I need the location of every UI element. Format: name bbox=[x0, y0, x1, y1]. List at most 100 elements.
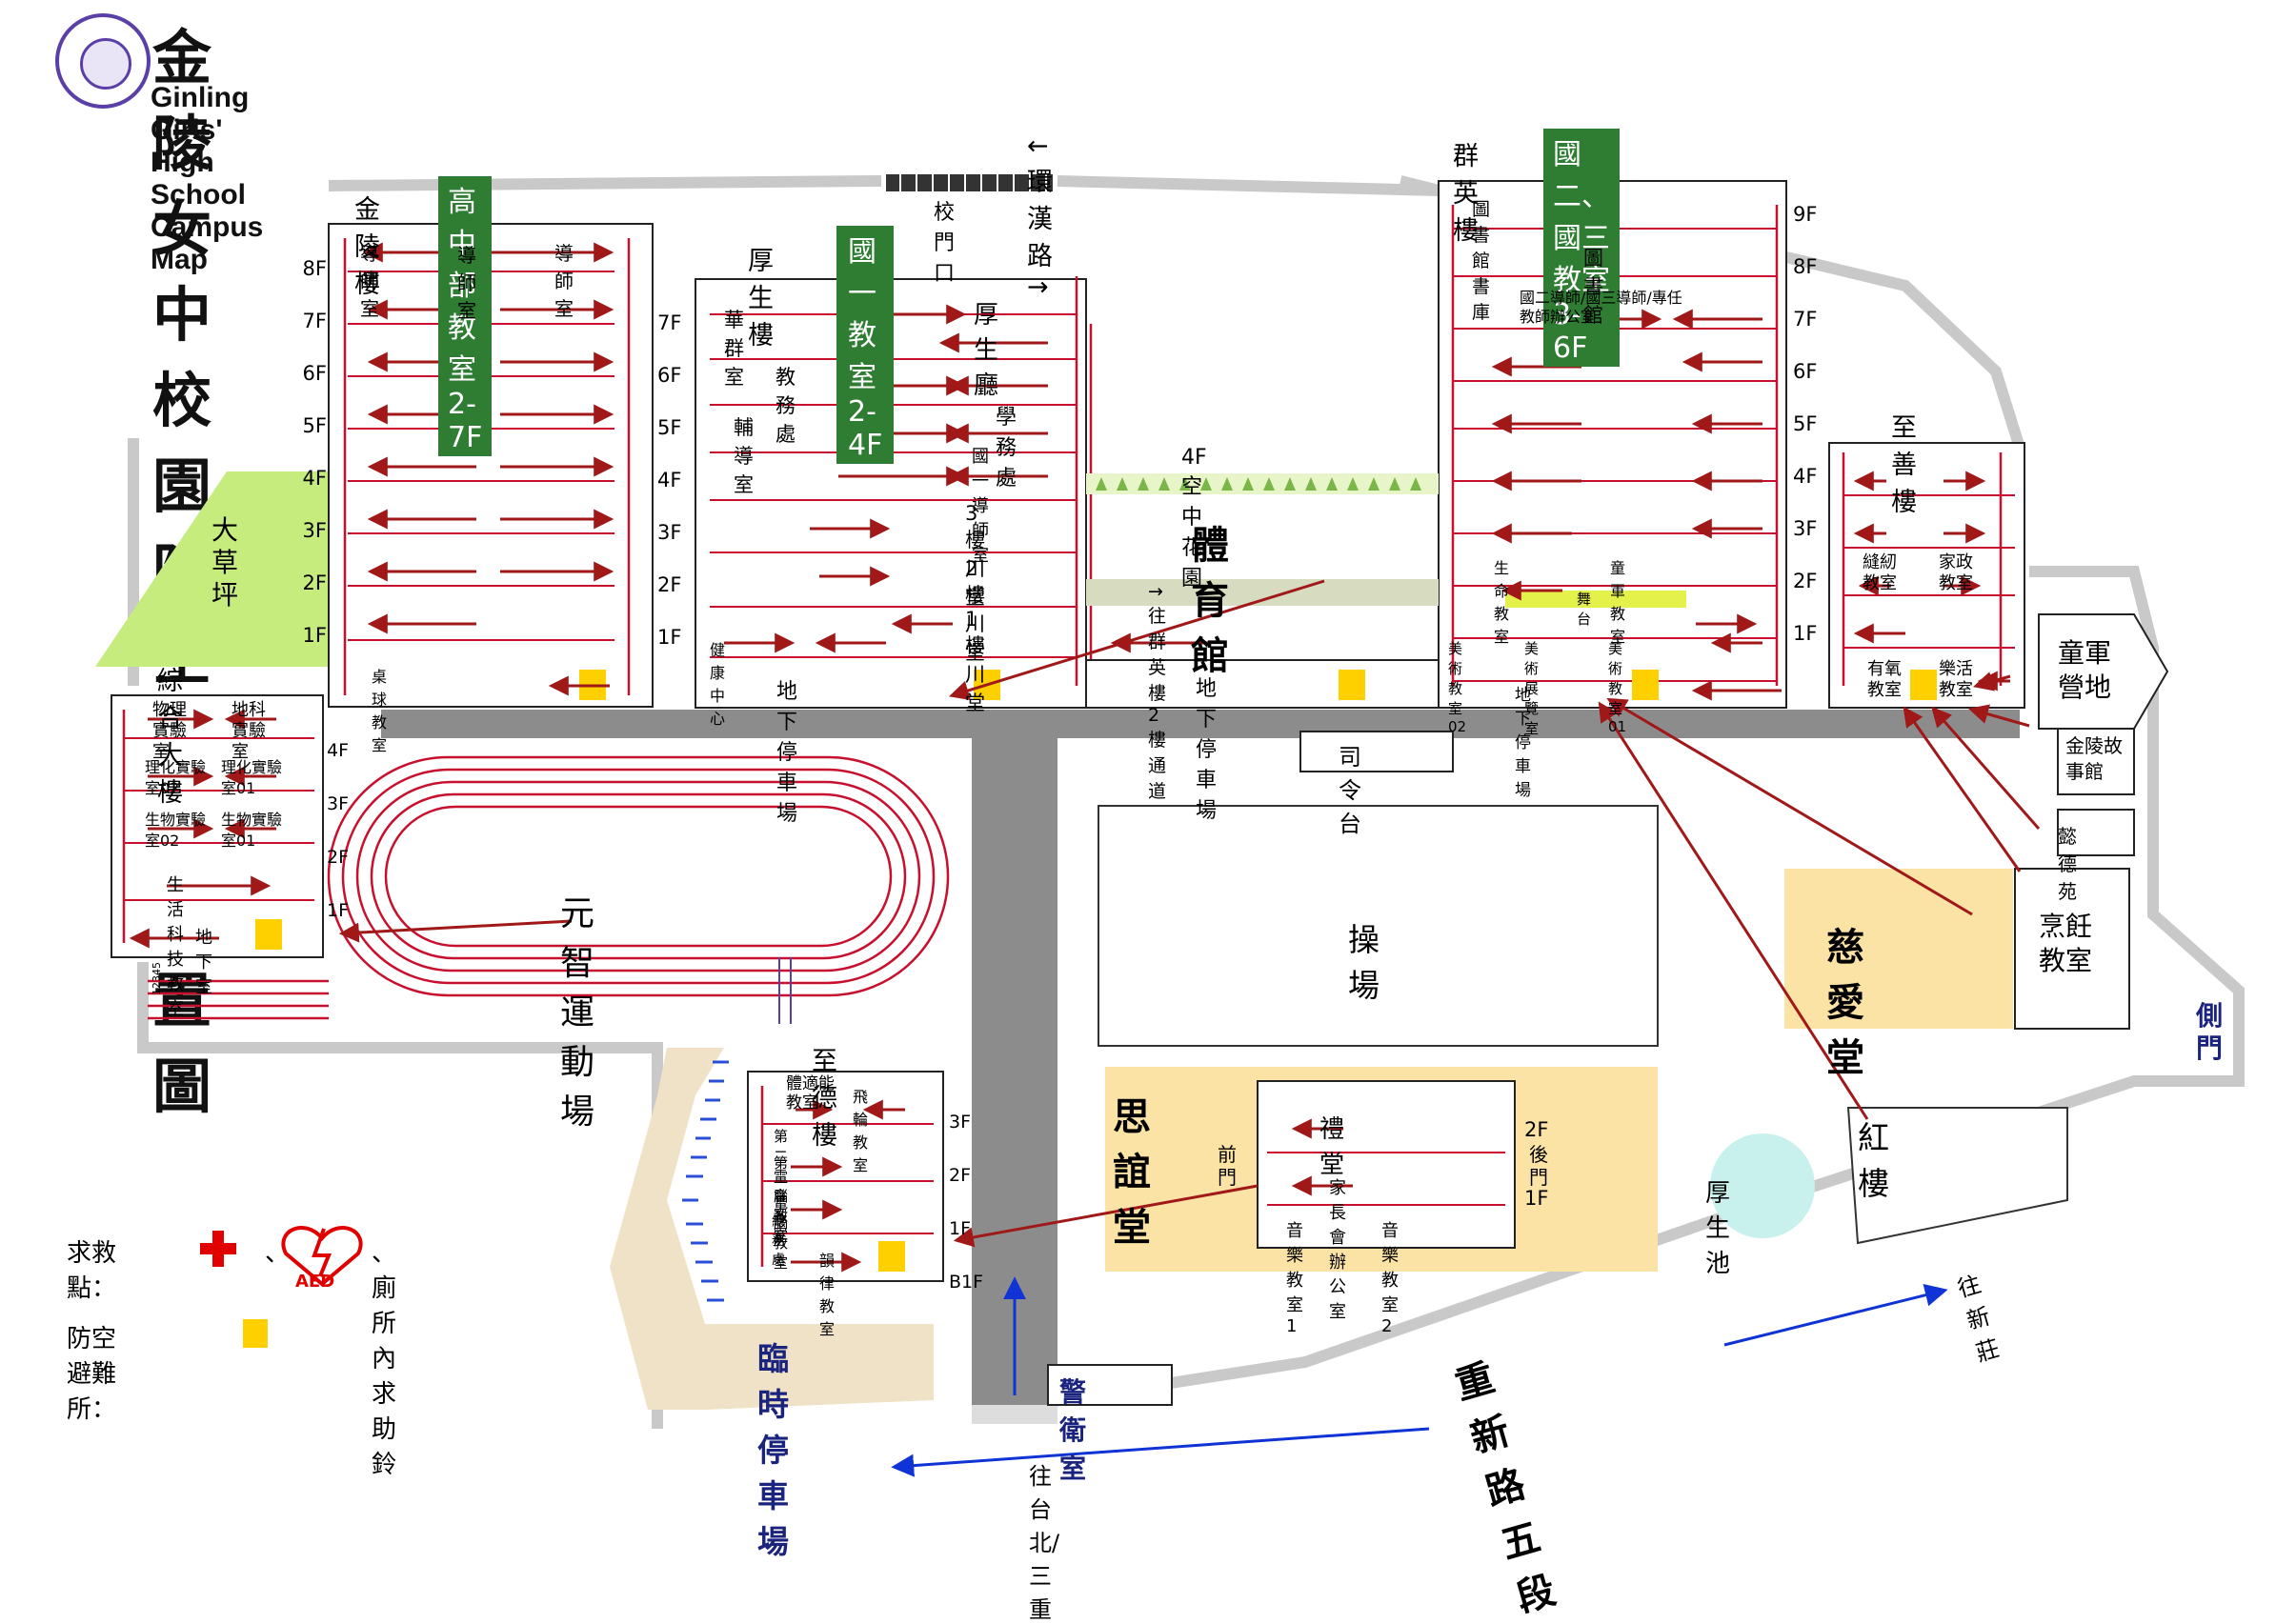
siyi-front-door: 前門 bbox=[1218, 1143, 1237, 1189]
housheng-health-center: 健康中心 bbox=[710, 641, 726, 728]
floor-label: 2F bbox=[657, 573, 682, 596]
housheng-hall: 厚生廳 bbox=[974, 301, 999, 400]
siyi-room-music1: 音樂教室1 bbox=[1286, 1221, 1303, 1336]
podium-box bbox=[1299, 731, 1454, 772]
housheng-floor3-hall: 3樓川堂 bbox=[965, 502, 985, 609]
floor-label: 2F bbox=[327, 847, 350, 868]
zhide-fitness: 體適能教室 bbox=[786, 1074, 835, 1113]
floor-label: 7F bbox=[302, 310, 327, 332]
jinling-tutor-1: 導師室 bbox=[360, 242, 379, 320]
floor-label: 1F bbox=[1793, 622, 1818, 645]
zhishan-home-ec: 家政教室 bbox=[1939, 552, 1973, 593]
floor-label: 4F bbox=[1793, 465, 1818, 488]
temp-parking-label: 臨時停車場 bbox=[757, 1340, 789, 1560]
floor-label: 4F bbox=[657, 469, 682, 491]
zhishan-building bbox=[1828, 442, 2025, 709]
legend-aed: AED bbox=[295, 1272, 335, 1292]
red-building-shape bbox=[1846, 1107, 2068, 1245]
zongle-chem01: 理化實驗室01 bbox=[221, 758, 283, 797]
housheng-floors: 7F 6F 5F 4F 3F 2F 1F bbox=[657, 297, 681, 664]
lawn-label: 大草坪 bbox=[211, 514, 239, 611]
housheng-huaqun: 華群室 bbox=[724, 309, 744, 389]
zongle-chem02: 理化實驗室02 bbox=[145, 758, 207, 797]
zhide-computer1: 第一電腦教室 bbox=[774, 1154, 789, 1272]
housheng-grade1-office: 國一導師室 bbox=[972, 447, 989, 566]
field-label: 操場 bbox=[1348, 921, 1380, 1004]
zhide-building bbox=[747, 1071, 944, 1282]
legend-toilet-bell: 、廁所內求助鈴 bbox=[372, 1239, 397, 1479]
cooking-name: 烹飪教室 bbox=[2039, 911, 2093, 976]
floor-label: 2F bbox=[302, 571, 327, 594]
zhishan-lohas: 樂活教室 bbox=[1939, 659, 1973, 700]
floor-label: 6F bbox=[302, 362, 327, 385]
siyi-floors: 2F 1F bbox=[1524, 1095, 1548, 1233]
qunying-name: 群英樓 bbox=[1453, 142, 1479, 246]
aed-heart-icon bbox=[281, 1226, 363, 1287]
qunying-library: 圖書館 bbox=[1583, 247, 1603, 327]
housheng-name: 厚生樓 bbox=[748, 247, 774, 351]
zhide-reception: 會客室 bbox=[774, 1189, 787, 1242]
legend-separator: 、 bbox=[265, 1239, 291, 1268]
red-building-name: 紅樓 bbox=[1858, 1119, 1889, 1202]
housheng-floor1-hall: 1樓川堂 bbox=[965, 608, 985, 714]
school-logo-icon bbox=[55, 13, 151, 109]
steps bbox=[682, 1060, 729, 1302]
zhishan-name: 至善樓 bbox=[1891, 413, 1917, 517]
floor-label: B1F bbox=[949, 1272, 984, 1293]
scout-camp-name: 童軍營地 bbox=[2058, 637, 2112, 703]
siyi-room-auditorium: 禮堂 bbox=[1319, 1115, 1345, 1179]
yide-name: 懿德苑 bbox=[2058, 825, 2077, 903]
housheng-floor2-hall: 2樓川堂 bbox=[965, 557, 985, 664]
floor-label: 1F bbox=[949, 1218, 972, 1239]
zongle-physics: 物理實驗室 bbox=[152, 700, 187, 762]
floor-label: 4F bbox=[302, 467, 327, 490]
floor-label: 3F bbox=[1793, 517, 1818, 540]
zhishan-aerobics: 有氧教室 bbox=[1867, 659, 1902, 700]
jinling-name: 金陵樓 bbox=[354, 195, 380, 299]
podium-label: 司令台 bbox=[1339, 744, 1361, 837]
gym-passage: →往群英樓2樓通道 bbox=[1148, 581, 1167, 802]
qunying-parking: 地下停車場 bbox=[1515, 686, 1531, 800]
jinling-tutor-3: 導師室 bbox=[554, 242, 574, 320]
zhide-computer2: 第二電腦教室 bbox=[774, 1128, 789, 1245]
qunying-stacks: 圖書館書庫 bbox=[1472, 199, 1491, 323]
floor-label: 8F bbox=[1793, 255, 1818, 278]
zhide-rhythm: 韻律教室 bbox=[819, 1252, 836, 1338]
first-aid-cross-icon bbox=[200, 1231, 236, 1267]
siyi-building bbox=[1257, 1080, 1516, 1249]
side-gate-label: 側門 bbox=[2196, 1000, 2224, 1064]
legend-first-aid: 求救點： bbox=[67, 1239, 117, 1303]
qunying-floors: 9F 8F 7F 6F 5F 4F 3F 2F 1F bbox=[1793, 189, 1817, 660]
housheng-academic: 教務處 bbox=[775, 366, 796, 446]
floor-label: 6F bbox=[657, 364, 682, 387]
floor-label: 3F bbox=[327, 793, 350, 814]
housheng-pond bbox=[1710, 1133, 1815, 1238]
qunying-stage: 舞台 bbox=[1577, 591, 1592, 628]
main-gate-label: 校門口 bbox=[934, 201, 956, 286]
jinling-tutor-2: 導師室 bbox=[457, 244, 476, 322]
floor-label: 1F bbox=[327, 900, 350, 921]
yide-building bbox=[2057, 809, 2135, 856]
main-gate bbox=[886, 174, 1053, 191]
road-top-label: ← 環漢路 → bbox=[1027, 131, 1053, 302]
floor-label: 5F bbox=[1793, 412, 1818, 435]
floor-label: 3F bbox=[657, 521, 682, 544]
zhishan-sewing: 縫紉教室 bbox=[1863, 552, 1897, 593]
page-subtitle: Ginling Girls' High School Campus Map bbox=[151, 82, 264, 275]
zongle-floors: 4F 3F 2F 1F bbox=[327, 724, 349, 937]
to-taipei-label: 往台北/三重 bbox=[1029, 1463, 1060, 1623]
floor-label: 2F bbox=[949, 1165, 972, 1186]
housheng-student-affairs: 學務處 bbox=[996, 406, 1017, 491]
sand-walkway bbox=[610, 1048, 934, 1410]
jinling-tag: 高中部教室2-7F bbox=[438, 176, 493, 456]
siyi-name: 思誼堂 bbox=[1113, 1095, 1151, 1250]
zhide-name: 至德樓 bbox=[812, 1047, 837, 1151]
story-house-name: 金陵故事館 bbox=[2065, 734, 2123, 783]
floor-label: 7F bbox=[657, 311, 682, 334]
floor-label: 2F bbox=[1793, 570, 1818, 592]
gym-name: 體育館 bbox=[1191, 524, 1229, 678]
floor-label: 9F bbox=[1793, 203, 1818, 226]
siyi-back-door: 後門 bbox=[1529, 1143, 1548, 1189]
floor-label: 1F bbox=[302, 624, 327, 647]
cooking-building bbox=[2014, 868, 2130, 1030]
